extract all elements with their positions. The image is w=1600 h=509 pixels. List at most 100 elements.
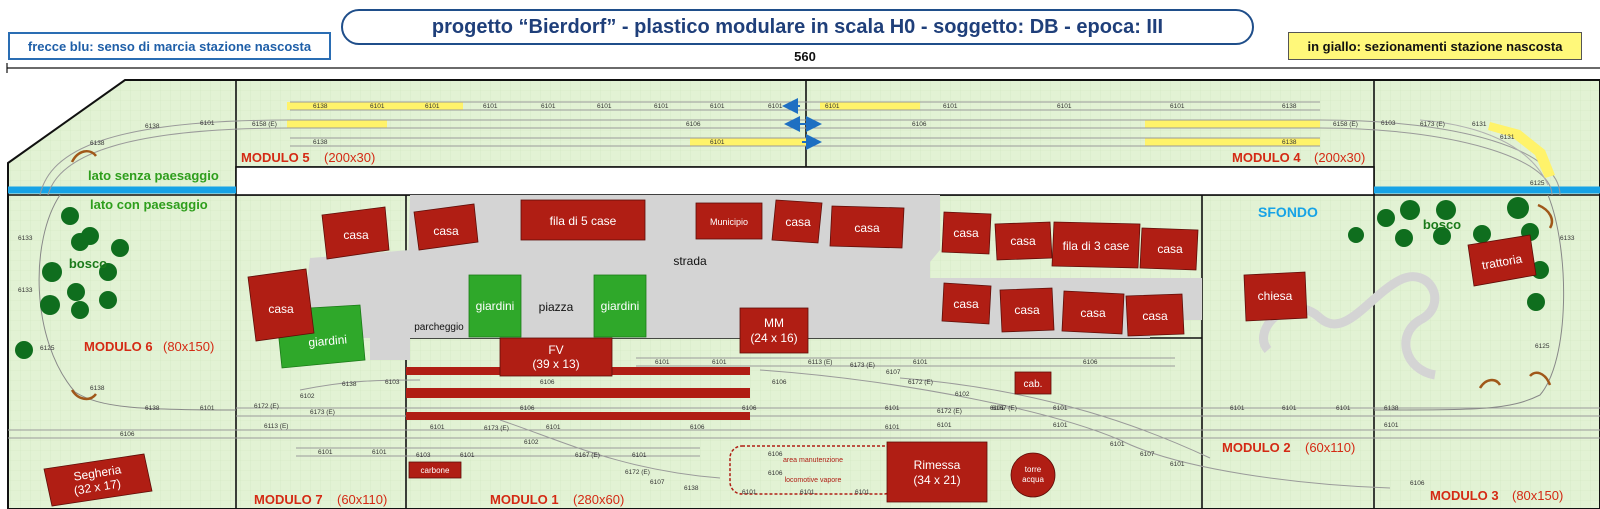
- track-code: 6138: [1384, 405, 1399, 412]
- track-code: 6101: [943, 103, 958, 110]
- track-code: 6138: [90, 385, 105, 392]
- track-code: 6131: [1500, 134, 1515, 141]
- track-code: 6101: [1057, 103, 1072, 110]
- track-code: 6172 (E): [254, 403, 279, 410]
- modulo3-size: (80x150): [1512, 488, 1563, 503]
- modulo7-name: MODULO 7: [254, 492, 323, 507]
- track-code: 6107: [886, 369, 901, 376]
- giardini-label: giardini: [601, 299, 640, 313]
- track-code: 6101: [768, 103, 783, 110]
- track-code: 6101: [546, 424, 561, 431]
- track-code: 6101: [654, 103, 669, 110]
- track-code: 6102: [524, 439, 539, 446]
- track-code: 6103: [1381, 120, 1396, 127]
- acqua-label: acqua: [1022, 475, 1044, 484]
- track-code: 6131: [1472, 121, 1487, 128]
- track-code: 6167 (E): [992, 405, 1017, 412]
- track-code: 6101: [990, 405, 1005, 412]
- track-code: 6138: [1282, 103, 1297, 110]
- track-code: 6133: [18, 287, 33, 294]
- mm-label: MM: [764, 316, 784, 330]
- casa-label: casa: [1142, 309, 1168, 323]
- gardens: [275, 274, 647, 369]
- track-code: 6101: [1282, 405, 1297, 412]
- track-code: 6101: [913, 359, 928, 366]
- modulo4-name: MODULO 4: [1232, 150, 1301, 165]
- piazza-label: piazza: [539, 300, 574, 314]
- modulo6-name: MODULO 6: [84, 339, 153, 354]
- track-codes: 6138 6101 6101 6101 6101 6101 6101 6101 …: [18, 103, 1575, 496]
- track-code: 6125: [1530, 180, 1545, 187]
- track-code: 6172 (E): [908, 379, 933, 386]
- modulo5-size: (200x30): [324, 150, 375, 165]
- with-landscape-label: lato con paesaggio: [90, 197, 208, 212]
- track-code: 6107: [1140, 451, 1155, 458]
- bosco-label: bosco: [69, 256, 107, 271]
- track-code: 6101: [742, 489, 757, 496]
- track-code: 6106: [1083, 359, 1098, 366]
- casa-label: casa: [1080, 306, 1106, 320]
- casa-label: casa: [1014, 303, 1040, 317]
- track-code: 6125: [40, 345, 55, 352]
- track-code: 6113 (E): [264, 423, 288, 430]
- background-label: SFONDO: [1258, 204, 1318, 220]
- track-code: 6101: [885, 405, 900, 412]
- cab-label: cab.: [1024, 379, 1043, 390]
- track-code: 6138: [342, 381, 357, 388]
- track-code: 6106: [120, 431, 135, 438]
- track-code: 6133: [18, 235, 33, 242]
- track-code: 6101: [430, 424, 445, 431]
- track-code: 6101: [710, 139, 725, 146]
- fila3-label: fila di 3 case: [1063, 239, 1130, 253]
- track-code: 6106: [690, 424, 705, 431]
- track-code: 6138: [313, 103, 328, 110]
- parcheggio-label: parcheggio: [414, 322, 464, 333]
- modulo1-size: (280x60): [573, 492, 624, 507]
- track-code: 6172 (E): [937, 408, 962, 415]
- track-code: 6106: [768, 470, 783, 477]
- track-code: 6113 (E): [808, 359, 832, 366]
- track-code: 6102: [955, 391, 970, 398]
- track-code: 6101: [200, 405, 215, 412]
- track-code: 6101: [1053, 422, 1068, 429]
- casa-label: casa: [433, 224, 459, 238]
- station-tracks: [8, 194, 1600, 489]
- fv-size: (39 x 13): [532, 357, 579, 371]
- legend-yellow-sections: in giallo: sezionamenti stazione nascost…: [1288, 32, 1582, 60]
- modulo3-name: MODULO 3: [1430, 488, 1499, 503]
- track-code: 6101: [855, 489, 870, 496]
- track-code: 6106: [768, 451, 783, 458]
- direction-arrows: [782, 98, 822, 150]
- track-code: 6101: [710, 103, 725, 110]
- hidden-station-tracks: [39, 101, 1561, 196]
- track-code: 6101: [937, 422, 952, 429]
- track-code: 6101: [885, 424, 900, 431]
- track-code: 6138: [684, 485, 699, 492]
- modulo2-name: MODULO 2: [1222, 440, 1291, 455]
- track-code: 6173 (E): [850, 362, 875, 369]
- track-code: 6172 (E): [625, 469, 650, 476]
- giardini-label: giardini: [476, 299, 515, 313]
- track-code: 6101: [800, 489, 815, 496]
- track-code: 6106: [1410, 480, 1425, 487]
- yellow-curve: [1488, 122, 1555, 178]
- casa-label: casa: [953, 226, 979, 240]
- track-code: 6158 (E): [1333, 121, 1358, 128]
- casa-label: casa: [854, 221, 880, 235]
- trees: [15, 197, 1549, 359]
- track-code: 6167 (E): [575, 452, 600, 459]
- fila5-label: fila di 5 case: [550, 214, 617, 228]
- torre-label: torre: [1025, 465, 1042, 474]
- track-code: 6173 (E): [484, 425, 509, 432]
- track-code: 6106: [520, 405, 535, 412]
- track-code: 6125: [1535, 343, 1550, 350]
- track-code: 6101: [1336, 405, 1351, 412]
- rimessa-label: Rimessa: [914, 458, 961, 472]
- track-code: 6101: [1053, 405, 1068, 412]
- no-landscape-label: lato senza paesaggio: [88, 168, 219, 183]
- track-code: 6101: [460, 452, 475, 459]
- track-code: 6102: [300, 393, 315, 400]
- track-code: 6101: [632, 452, 647, 459]
- track-code: 6101: [318, 449, 333, 456]
